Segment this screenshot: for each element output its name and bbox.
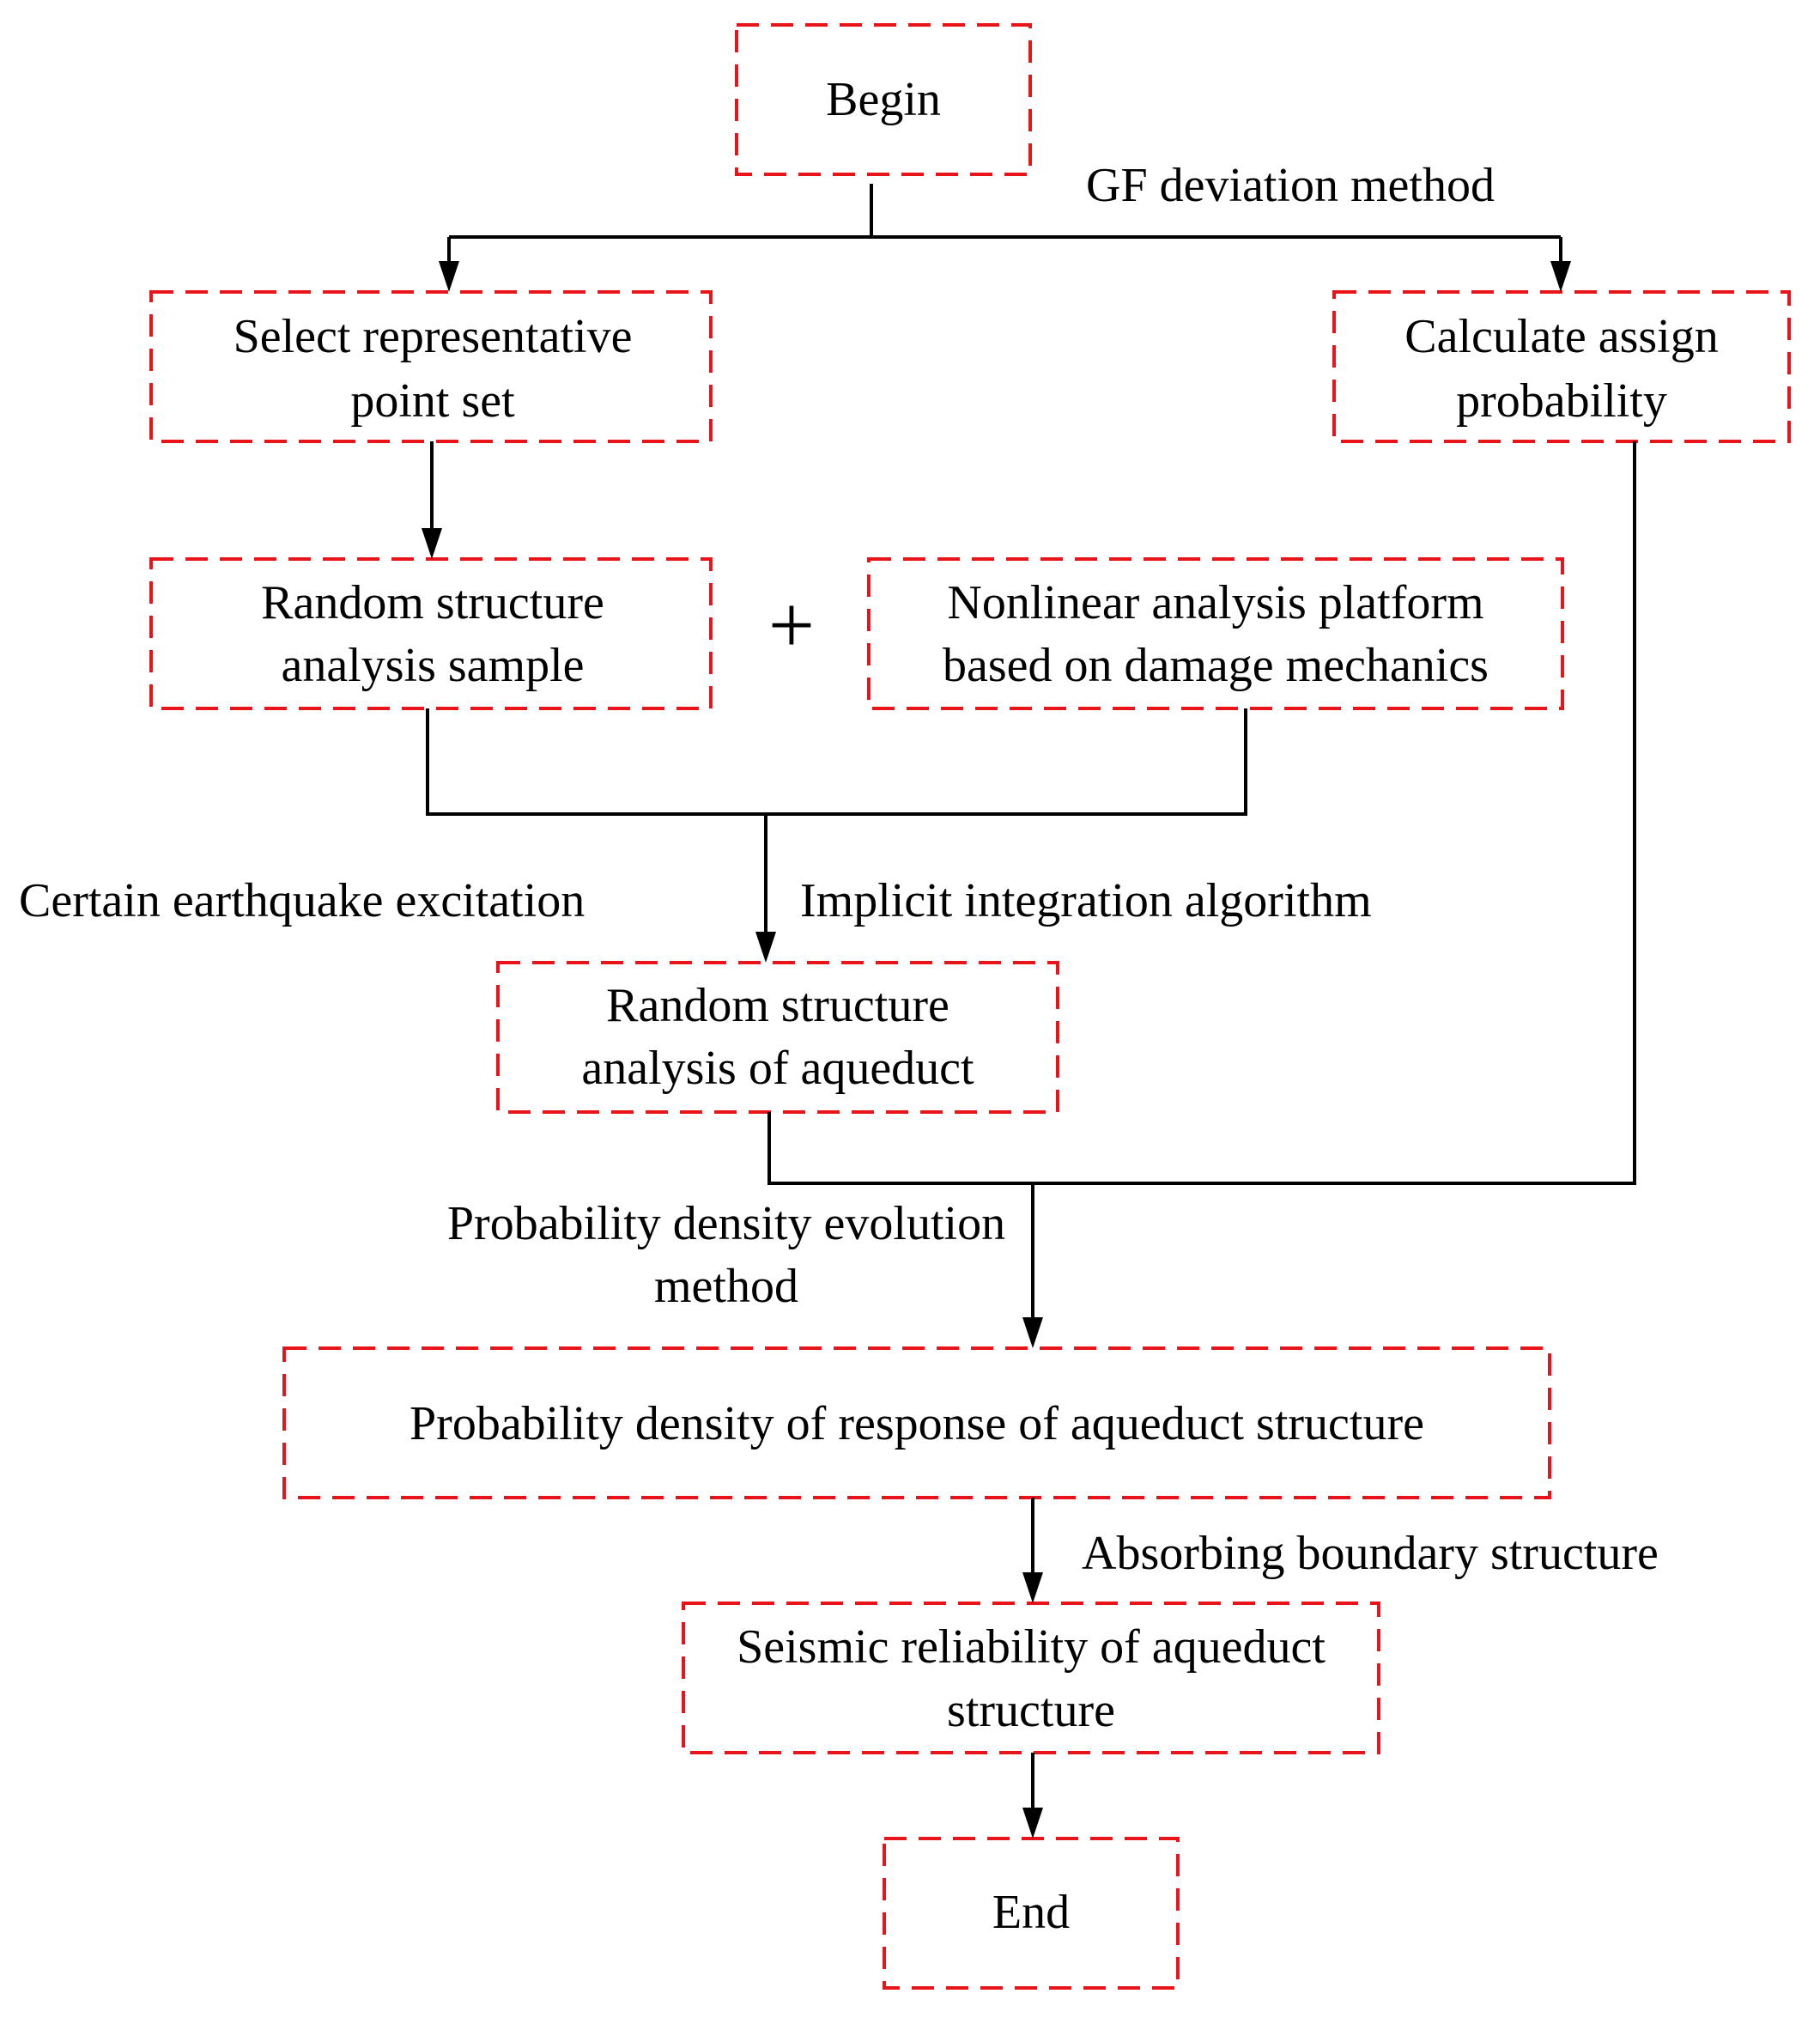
node-select-points-box: [149, 290, 713, 443]
node-calculate-probability-box: [1332, 290, 1791, 443]
plus-operator: +: [768, 579, 815, 671]
node-select-points: Select representative point set: [149, 290, 713, 443]
node-end: End: [883, 1837, 1180, 1990]
node-random-analysis-aqueduct-box: [496, 961, 1059, 1114]
arrowhead-random-analysis-aqueduct: [755, 932, 776, 963]
node-random-sample-line2: analysis sample: [281, 639, 584, 692]
node-select-points-line1: Select representative: [234, 310, 633, 363]
node-random-analysis-aqueduct-line2: analysis of aqueduct: [581, 1042, 974, 1095]
edge-label-absorbing-boundary: Absorbing boundary structure: [1082, 1527, 1659, 1580]
node-nonlinear-platform-line1: Nonlinear analysis platform: [947, 576, 1483, 629]
node-nonlinear-platform-box: [867, 557, 1564, 710]
arrowhead-calculate-probability: [1550, 261, 1571, 292]
node-seismic-reliability-box: [682, 1602, 1380, 1754]
node-random-sample-box: [149, 557, 713, 710]
node-nonlinear-platform-line2: based on damage mechanics: [943, 639, 1489, 692]
node-select-points-line2: point set: [350, 374, 515, 428]
node-begin-label: Begin: [826, 73, 941, 126]
arrowhead-seismic-reliability: [1022, 1572, 1043, 1603]
node-begin-box: [735, 23, 1032, 176]
node-probability-density-response-label: Probability density of response of aqued…: [410, 1397, 1424, 1450]
edge-label-pdem-line1: Probability density evolution: [447, 1197, 1005, 1250]
node-end-label: End: [992, 1886, 1070, 1939]
arrowhead-probability-density: [1022, 1317, 1043, 1348]
node-seismic-reliability-line1: Seismic reliability of aqueduct: [737, 1620, 1326, 1674]
connectors: [422, 184, 1636, 1839]
arrowhead-end: [1022, 1808, 1043, 1839]
node-calculate-probability-line1: Calculate assign: [1404, 310, 1718, 363]
node-random-analysis-aqueduct-line1: Random structure: [606, 979, 949, 1032]
arrowhead-select-points: [439, 261, 459, 292]
arrowhead-random-sample: [422, 528, 442, 559]
node-calculate-probability: Calculate assign probability: [1332, 290, 1791, 443]
node-seismic-reliability-line2: structure: [947, 1684, 1115, 1737]
edge-label-gf-deviation: GF deviation method: [1086, 159, 1495, 212]
node-probability-density-response-box: [282, 1346, 1551, 1499]
node-end-box: [883, 1837, 1180, 1990]
node-seismic-reliability: Seismic reliability of aqueduct structur…: [682, 1602, 1380, 1754]
node-nonlinear-platform: Nonlinear analysis platform based on dam…: [867, 557, 1564, 710]
connector-merge-sample-platform: [426, 708, 1247, 816]
edge-label-pdem-line2: method: [654, 1260, 798, 1313]
node-probability-density-response: Probability density of response of aqued…: [282, 1346, 1551, 1499]
node-begin: Begin: [735, 23, 1032, 176]
edge-label-certain-earthquake: Certain earthquake excitation: [19, 874, 585, 927]
node-random-sample: Random structure analysis sample: [149, 557, 713, 710]
node-calculate-probability-line2: probability: [1456, 374, 1667, 428]
edge-label-implicit-integration: Implicit integration algorithm: [800, 874, 1372, 927]
connector-aqueduct-to-merge: [767, 441, 1636, 1185]
node-random-sample-line1: Random structure: [261, 576, 604, 629]
node-random-analysis-aqueduct: Random structure analysis of aqueduct: [496, 961, 1059, 1114]
